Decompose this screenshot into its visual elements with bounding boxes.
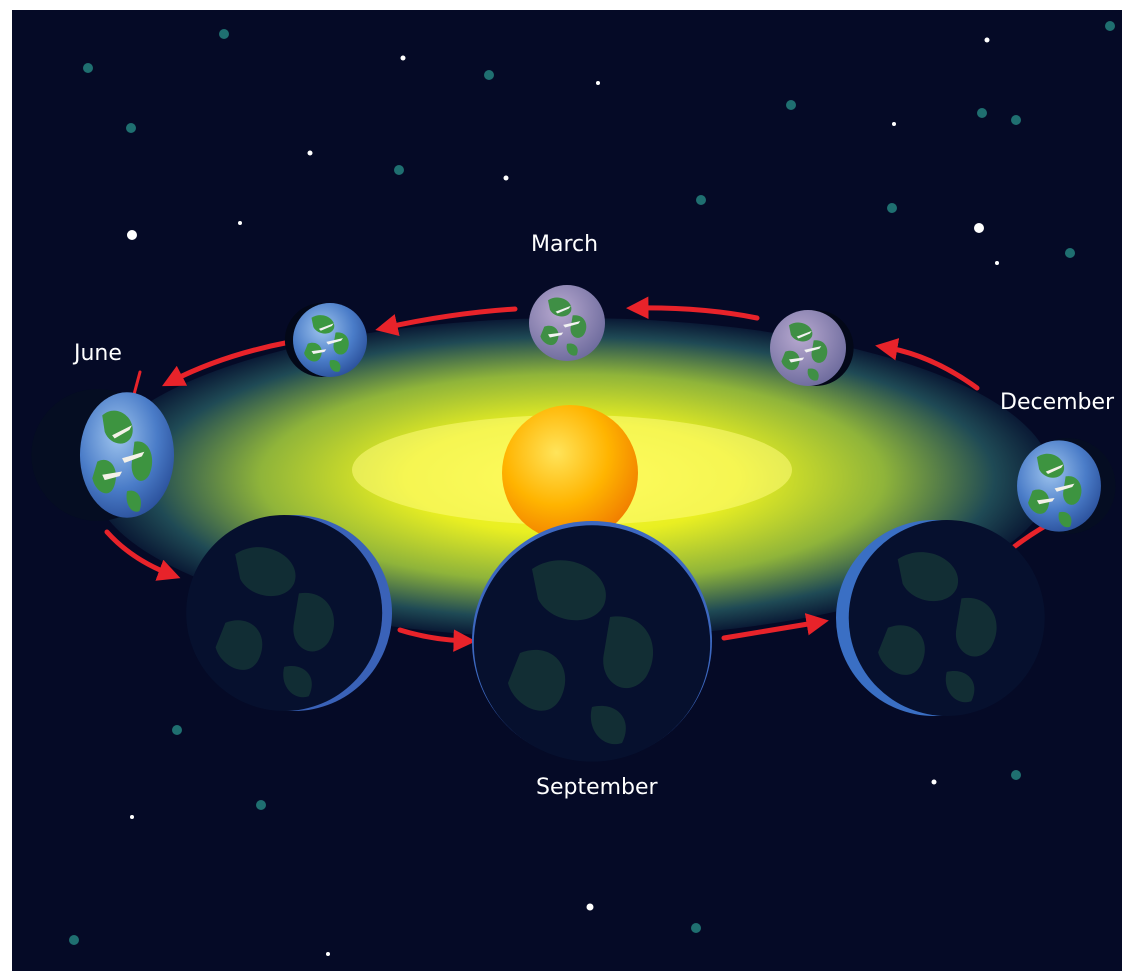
orbit-arrow — [397, 627, 476, 652]
orbit-arrow — [875, 338, 980, 391]
label-december: December — [1000, 390, 1115, 415]
starfield — [69, 21, 1115, 956]
orbit-arrow — [162, 339, 293, 387]
earth-november — [836, 520, 1045, 716]
earth-december — [1017, 438, 1116, 534]
diagram-canvas — [12, 10, 1122, 971]
earth-feb — [770, 310, 854, 386]
orbit-arrow — [626, 296, 760, 321]
orbit-arrow — [721, 613, 829, 641]
earth-june — [31, 389, 175, 521]
orbit-arrow — [104, 529, 181, 581]
label-june: June — [74, 341, 122, 366]
orbit-arrows — [104, 296, 1089, 652]
orbit-arrow — [375, 306, 518, 337]
earth-march — [529, 285, 605, 361]
orbit-diagram: March June December September — [12, 10, 1122, 971]
label-september: September — [536, 775, 658, 800]
earth-july — [186, 515, 392, 711]
label-march: March — [531, 232, 599, 257]
sun — [502, 405, 638, 541]
earth-september — [472, 521, 712, 762]
earth-apr — [284, 303, 367, 377]
